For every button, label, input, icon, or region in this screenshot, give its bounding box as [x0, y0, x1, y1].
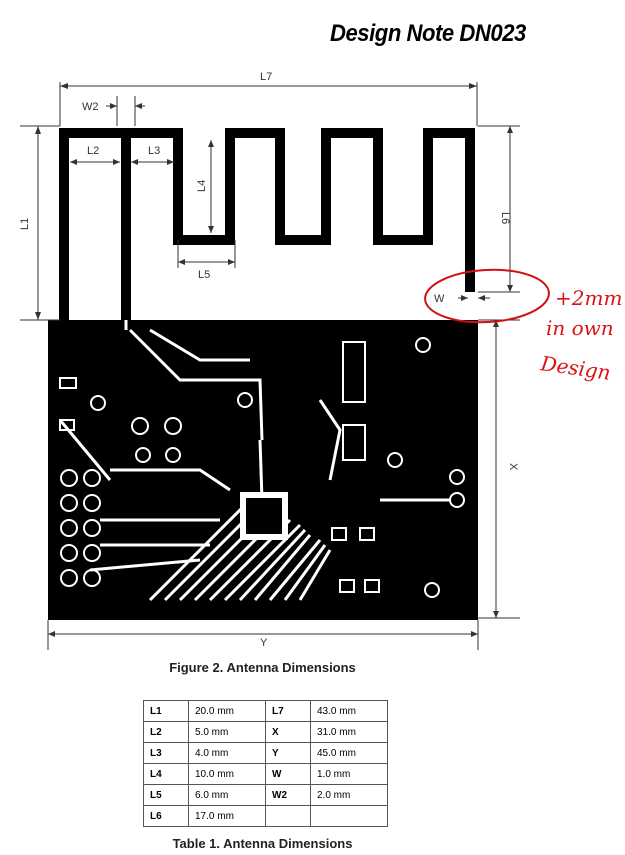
dimension-value-cell: 45.0 mm [310, 742, 388, 764]
label-l2: L2 [87, 145, 99, 157]
label-l1: L1 [19, 218, 31, 230]
dimension-value-cell: 43.0 mm [310, 700, 388, 722]
dimension-value-cell: 4.0 mm [188, 742, 266, 764]
label-x: X [507, 463, 519, 471]
table-caption: Table 1. Antenna Dimensions [172, 836, 353, 851]
label-y: Y [260, 637, 268, 649]
meander-antenna [59, 128, 475, 320]
label-l5: L5 [198, 269, 210, 281]
annotation-line2: in own [546, 316, 614, 340]
dimension-value-cell [310, 805, 388, 827]
dimension-name-cell: L6 [143, 805, 189, 827]
dimension-value-cell: 10.0 mm [188, 763, 266, 785]
label-l3: L3 [148, 145, 160, 157]
annotation-circle [424, 268, 550, 324]
dimension-name-cell: Y [265, 742, 311, 764]
annotation-line3: Design [538, 351, 612, 385]
dimension-value-cell: 17.0 mm [188, 805, 266, 827]
pcb-drawing: L7 W2 L2 L3 L4 L5 L1 L6 W X Y +2mm in ow… [19, 71, 622, 650]
dimension-name-cell: L2 [143, 721, 189, 743]
dimension-value-cell: 2.0 mm [310, 784, 388, 806]
label-w2: W2 [82, 101, 99, 113]
label-w: W [434, 293, 445, 305]
dimension-name-cell: X [265, 721, 311, 743]
dimension-name-cell: L4 [143, 763, 189, 785]
label-l4: L4 [196, 180, 208, 192]
dimension-name-cell: L1 [143, 700, 189, 722]
figure-caption: Figure 2. Antenna Dimensions [169, 660, 356, 675]
dimension-value-cell: 6.0 mm [188, 784, 266, 806]
dimension-name-cell [265, 805, 311, 827]
dimension-name-cell: L5 [143, 784, 189, 806]
dimension-value-cell: 20.0 mm [188, 700, 266, 722]
dimension-value-cell: 1.0 mm [310, 763, 388, 785]
dimension-value-cell: 5.0 mm [188, 721, 266, 743]
document-header-title: Design Note DN023 [330, 20, 526, 47]
annotation-line1: +2mm [555, 286, 622, 310]
label-l7: L7 [260, 71, 272, 83]
antenna-dimensions-figure: L7 W2 L2 L3 L4 L5 L1 L6 W X Y +2mm in ow… [0, 60, 625, 660]
dimension-name-cell: L7 [265, 700, 311, 722]
dimension-name-cell: W2 [265, 784, 311, 806]
dimension-name-cell: L3 [143, 742, 189, 764]
label-l6: L6 [499, 212, 511, 224]
dimension-value-cell: 31.0 mm [310, 721, 388, 743]
dimension-name-cell: W [265, 763, 311, 785]
